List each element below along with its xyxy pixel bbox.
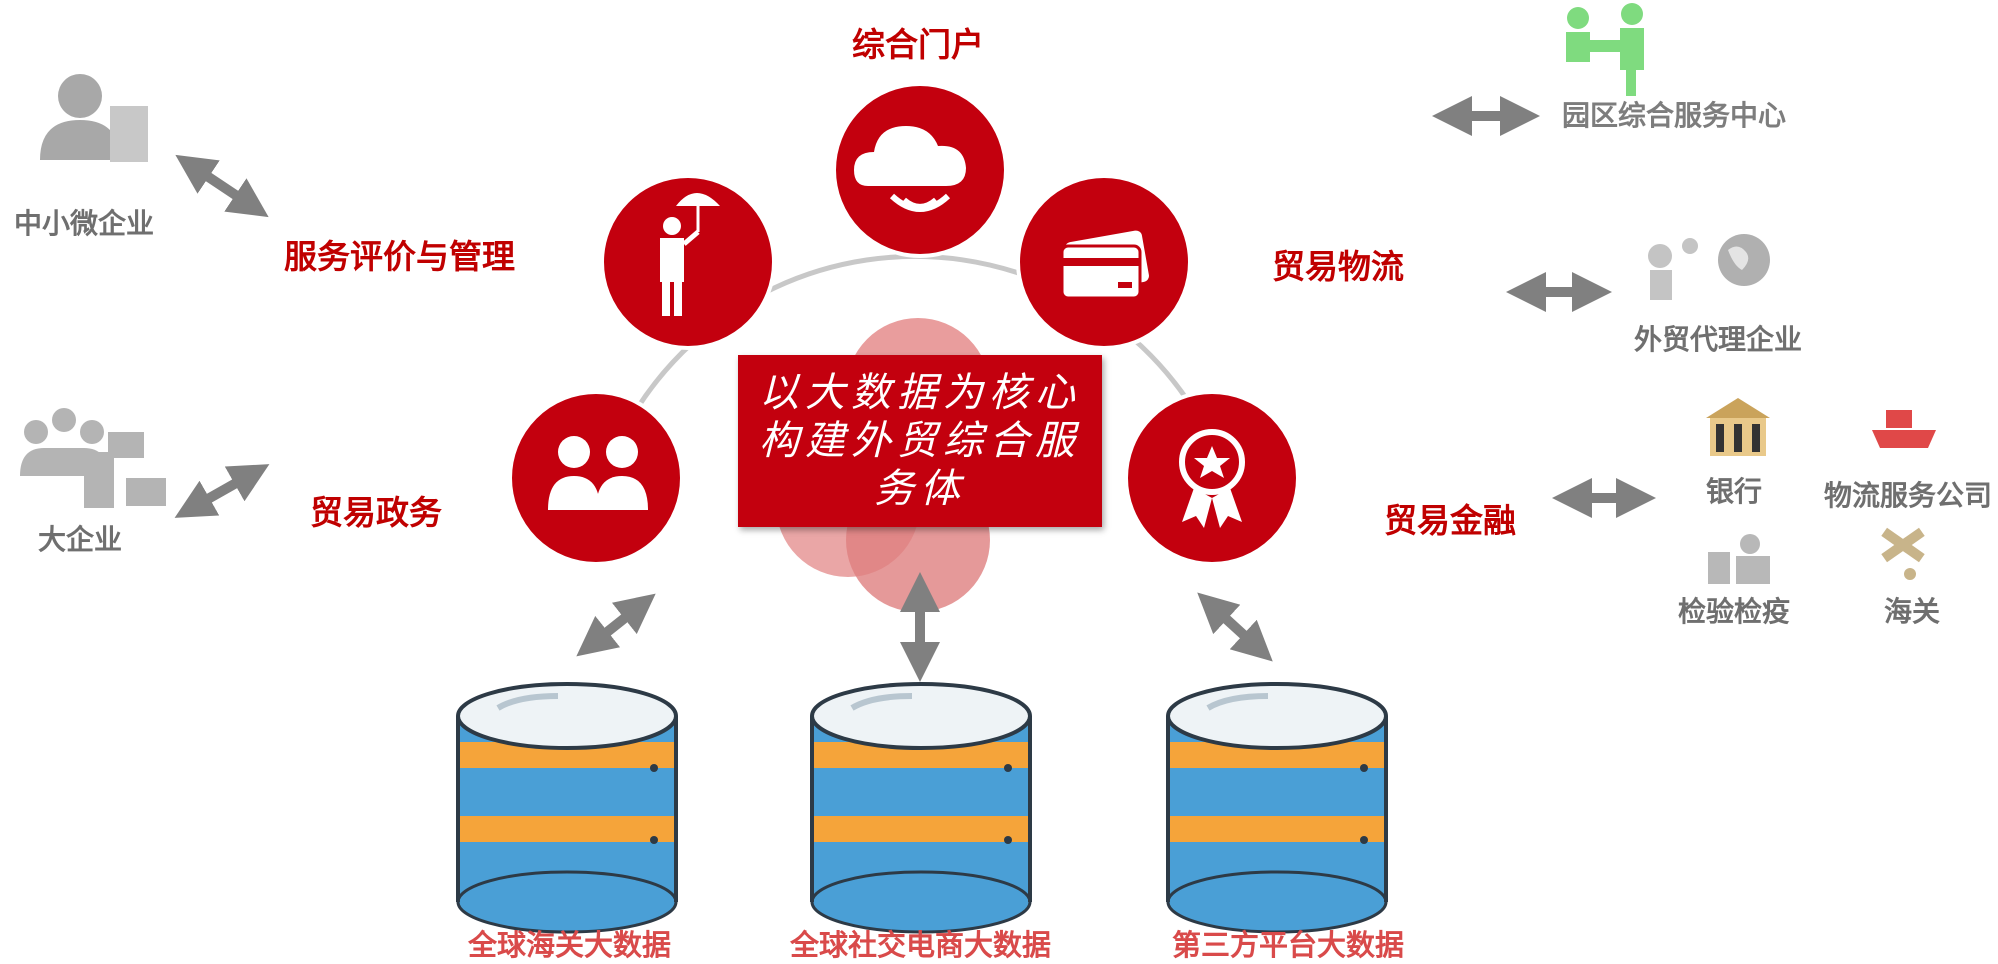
inspection-icon <box>1708 534 1770 584</box>
agent-globe-icon <box>1648 234 1770 300</box>
node-finance-circle <box>1124 390 1300 566</box>
database-2 <box>810 682 1032 934</box>
entity-agent-label: 外贸代理企业 <box>1634 323 1803 356</box>
group-computers-icon <box>20 408 166 508</box>
node-finance-label: 贸易金融 <box>1384 501 1516 540</box>
award-icon <box>1179 429 1245 495</box>
database-1 <box>456 682 678 934</box>
core-text: 以大数据为核心构建外贸综合服务体 <box>759 370 1081 512</box>
entity-sme-label: 中小微企业 <box>14 207 155 240</box>
database-3-label: 第三方平台大数据 <box>1172 928 1405 962</box>
entity-inspection-label: 检验检疫 <box>1678 595 1791 628</box>
customs-icon <box>1881 527 1925 580</box>
umbrella-icon <box>676 193 720 206</box>
database-2-label: 全球社交电商大数据 <box>790 928 1052 962</box>
arrow-sme <box>175 154 269 218</box>
node-evaluation-circle <box>600 174 776 350</box>
bank-icon <box>1706 398 1770 456</box>
node-logistics-circle <box>1016 174 1192 350</box>
arrow-large <box>174 464 270 518</box>
entity-customs-label: 海关 <box>1884 595 1941 628</box>
database-1-label: 全球海关大数据 <box>468 928 672 962</box>
ship-icon <box>1872 410 1936 448</box>
cloud-icon <box>854 126 966 186</box>
entity-park-label: 园区综合服务中心 <box>1562 99 1787 132</box>
node-government-circle <box>508 390 684 566</box>
arrow-db-3 <box>1197 592 1273 662</box>
node-government-label: 贸易政务 <box>310 493 442 532</box>
node-portal-circle <box>832 82 1008 258</box>
service-center-icon <box>1566 3 1644 96</box>
node-portal-label: 综合门户 <box>852 25 984 64</box>
entity-bank-label: 银行 <box>1706 475 1763 508</box>
people-icon <box>558 436 590 468</box>
database-3 <box>1166 682 1388 934</box>
entity-logistics-company-label: 物流服务公司 <box>1824 479 1993 512</box>
node-evaluation-label: 服务评价与管理 <box>284 237 515 276</box>
node-logistics-label: 贸易物流 <box>1272 247 1404 286</box>
entity-large-label: 大企业 <box>38 523 123 556</box>
core-box: 以大数据为核心构建外贸综合服务体 <box>738 355 1102 527</box>
businessman-icon <box>40 74 148 162</box>
arrow-db-1 <box>576 593 656 657</box>
